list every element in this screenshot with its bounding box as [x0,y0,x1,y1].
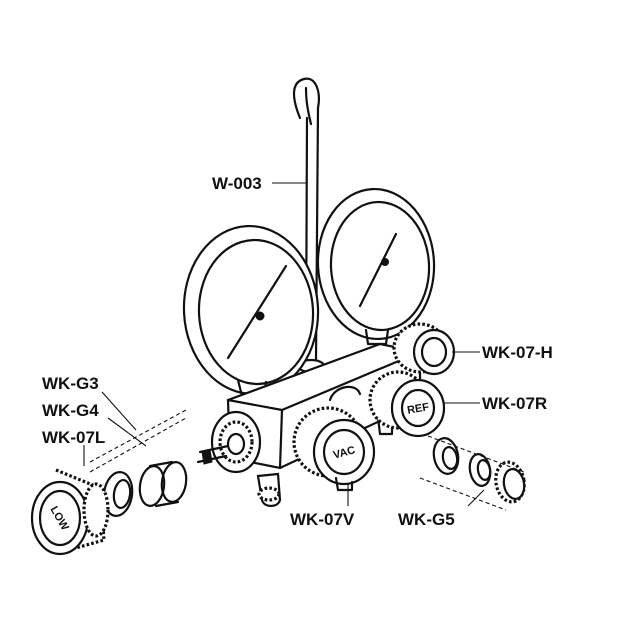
wk-g4-gasket [138,460,188,508]
wk-g5-seal-set [432,437,526,504]
ref-valve-knob: REF [368,370,446,438]
label-wk-g5: WK-G5 [398,510,455,529]
label-wk-07l: WK-07L [42,428,105,447]
label-wk-07r: WK-07R [482,394,547,413]
low-side-valve-seat [196,410,262,474]
high-side-valve-cap [392,322,456,376]
vac-valve-knob: VAC [292,406,376,492]
high-pressure-gauge [316,187,436,346]
label-w-003: W-003 [212,174,262,193]
label-wk-07v: WK-07V [290,510,355,529]
label-wk-g4: WK-G4 [42,401,99,420]
low-pressure-gauge [182,224,320,398]
vac-knob-label: VAC [332,444,357,461]
leader-lines [83,182,525,511]
label-wk-07-h: WK-07-H [482,343,553,362]
low-valve-knob: LOW [30,468,110,556]
label-wk-g3: WK-G3 [42,374,99,393]
ref-knob-label: REF [406,401,430,417]
charging-port [256,472,282,508]
